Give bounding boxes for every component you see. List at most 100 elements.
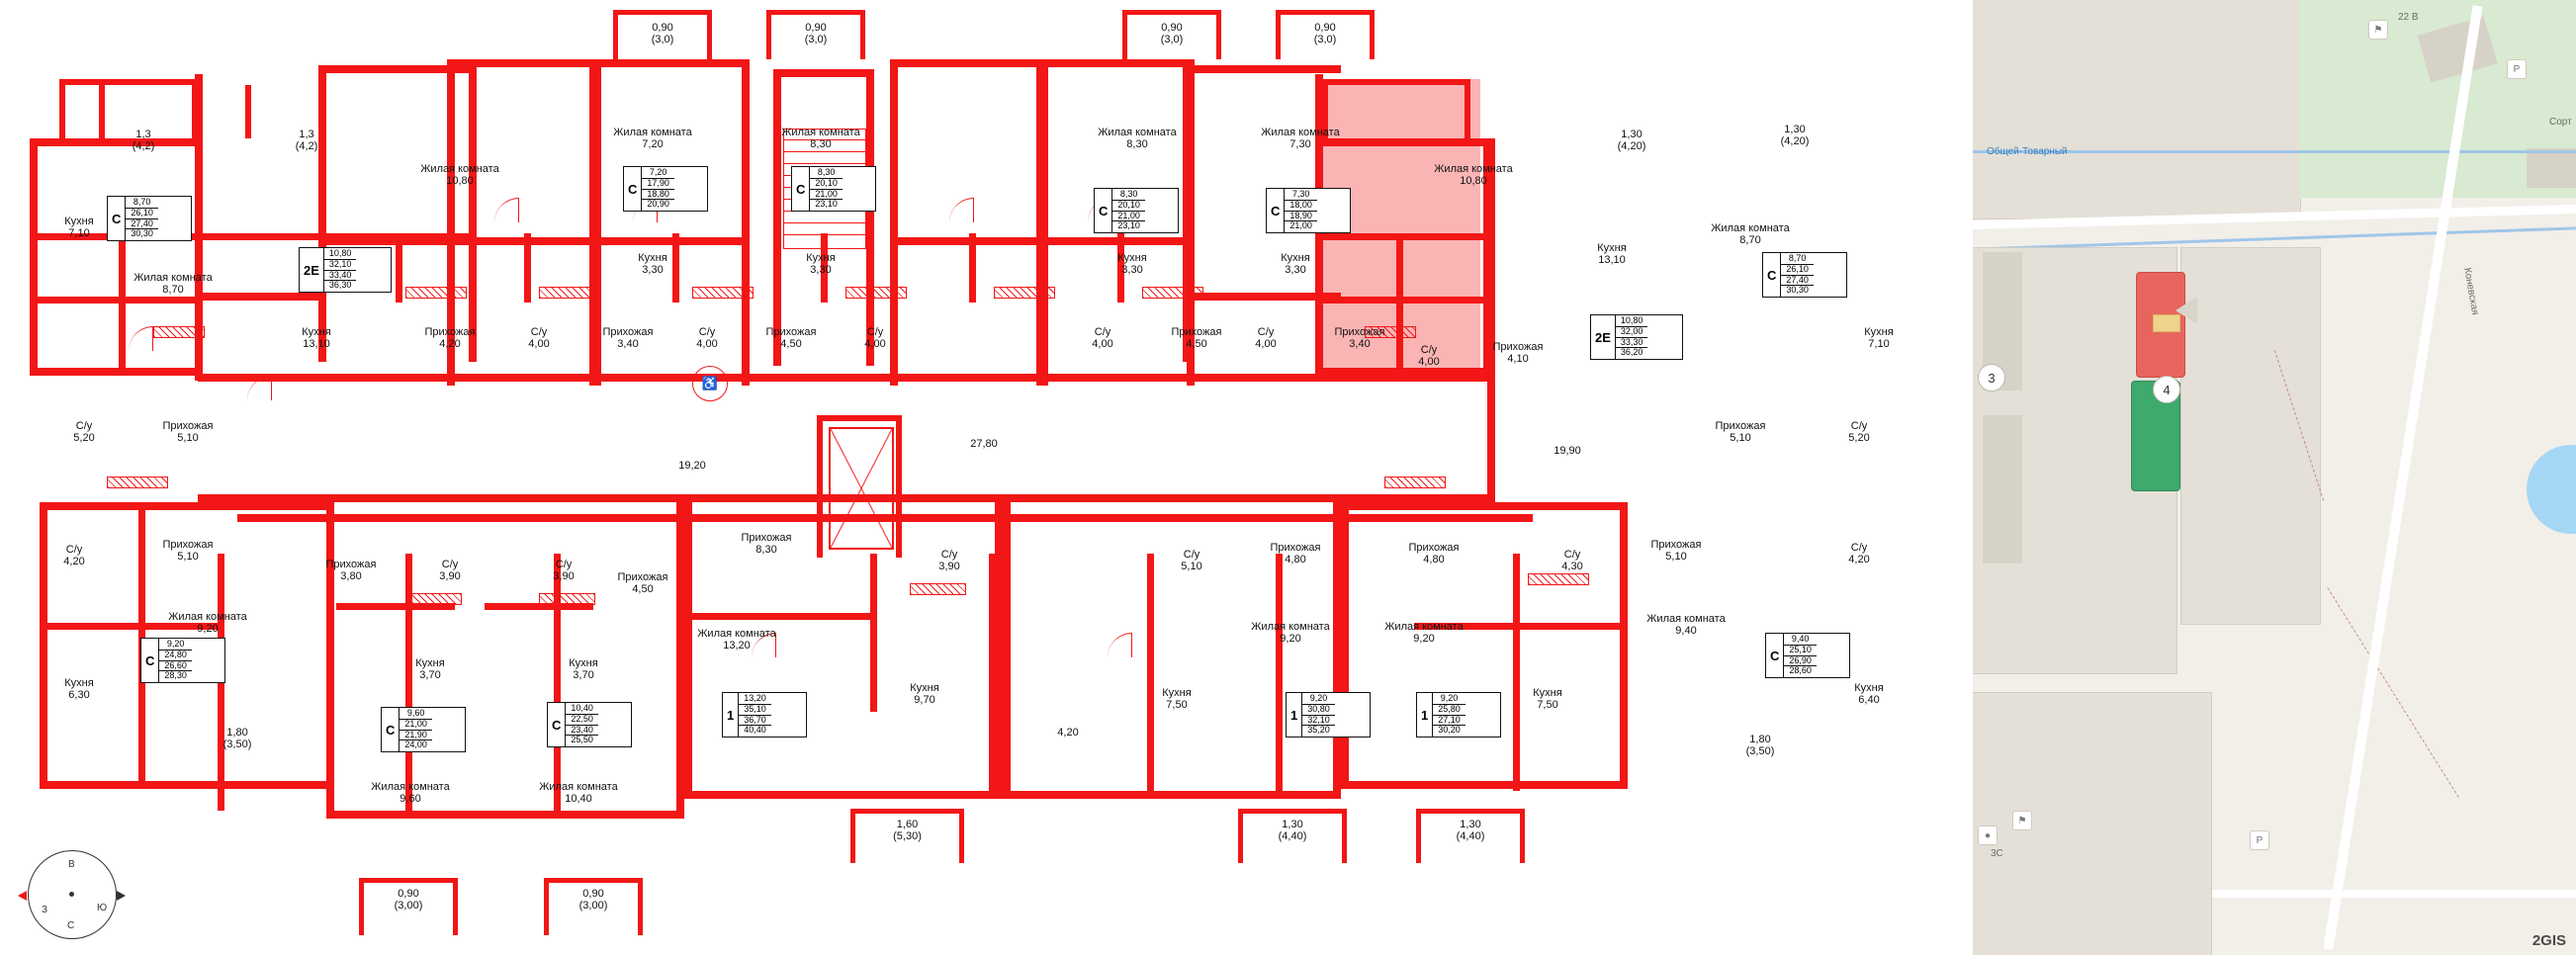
balcony-wall xyxy=(1276,10,1375,15)
unit-spec[interactable]: 2Е 10,80 32,00 33,30 36,20 xyxy=(1590,314,1683,360)
unit-spec[interactable]: С 7,30 18,00 18,90 21,00 xyxy=(1266,188,1351,233)
wall xyxy=(821,233,828,303)
balcony-wall xyxy=(1416,809,1421,863)
compass-north-label: В xyxy=(68,859,75,870)
compass-center xyxy=(69,892,74,897)
wall xyxy=(1465,79,1470,140)
map-pin[interactable]: 4 xyxy=(2153,376,2180,403)
unit-tag: С xyxy=(624,167,643,211)
unit-row: 30,20 xyxy=(1438,725,1461,736)
unit-spec[interactable]: С 9,20 24,80 26,60 28,30 xyxy=(140,638,225,683)
unit-row: 36,20 xyxy=(1620,347,1643,358)
wall xyxy=(817,415,902,421)
map-poi-icon[interactable]: ⚑ xyxy=(2012,811,2032,830)
map-poi-icon[interactable]: P xyxy=(2507,59,2527,79)
unit-row: 21,00 xyxy=(810,189,843,201)
unit-spec[interactable]: С 8,70 26,10 27,40 30,30 xyxy=(1762,252,1847,298)
unit-spec[interactable]: 2Е 10,80 32,10 33,40 36,30 xyxy=(299,247,392,293)
unit-row: 25,80 xyxy=(1433,704,1466,716)
unit-row: 23,40 xyxy=(566,725,598,737)
unit-row: 8,30 xyxy=(1112,190,1145,201)
unit-row: 22,50 xyxy=(566,714,598,726)
unit-spec[interactable]: С 8,70 26,10 27,40 30,30 xyxy=(107,196,192,241)
wall xyxy=(326,811,682,819)
map-pane[interactable]: 3 4 ⚑ P ⚑ P ● Общей-Товарный 22 В Сорт К… xyxy=(1973,0,2576,955)
wall xyxy=(59,79,198,85)
balcony-wall xyxy=(544,878,643,883)
brand-logo: 2GIS xyxy=(2532,932,2566,949)
window xyxy=(1365,326,1416,338)
balcony-wall xyxy=(1370,10,1375,59)
floor-plan-canvas[interactable]: ♿ xyxy=(0,0,1973,955)
window xyxy=(405,287,467,299)
wall xyxy=(742,59,750,386)
unit-row: 9,60 xyxy=(400,709,432,720)
wall xyxy=(989,554,996,791)
balcony-wall xyxy=(1122,10,1127,59)
map-route-line xyxy=(1973,150,2576,153)
balcony-wall xyxy=(860,10,865,59)
map-poi-icon[interactable]: ● xyxy=(1978,825,1998,845)
wall xyxy=(30,368,203,376)
balcony-wall xyxy=(1416,809,1525,814)
map-pin[interactable]: 3 xyxy=(1978,364,2005,391)
map-label: Общей-Товарный xyxy=(1987,146,2068,157)
compass-south-label: С xyxy=(67,920,75,931)
unit-spec[interactable]: С 9,40 25,10 26,90 28,60 xyxy=(1765,633,1850,678)
unit-row: 21,00 xyxy=(1289,220,1312,231)
unit-spec[interactable]: С 9,60 21,00 21,90 24,00 xyxy=(381,707,466,752)
balcony-wall xyxy=(959,809,964,863)
unit-spec[interactable]: 1 9,20 30,80 32,10 35,20 xyxy=(1286,692,1371,738)
unit-row: 35,10 xyxy=(739,704,771,716)
unit-tag: С xyxy=(1267,189,1286,232)
unit-spec[interactable]: 1 9,20 25,80 27,10 30,20 xyxy=(1416,692,1501,738)
unit-spec[interactable]: С 8,30 20,10 21,00 23,10 xyxy=(1094,188,1179,233)
unit-row: 20,10 xyxy=(1112,200,1145,212)
wall xyxy=(684,502,692,799)
map-pin-label: 4 xyxy=(2163,382,2171,397)
unit-spec[interactable]: С 7,20 17,90 18,80 20,90 xyxy=(623,166,708,212)
balcony-wall xyxy=(1520,809,1525,863)
unit-spec[interactable]: С 10,40 22,50 23,40 25,50 xyxy=(547,702,632,747)
map-poi-icon[interactable]: ⚑ xyxy=(2368,20,2388,40)
corridor-dim: 19,20 xyxy=(678,460,706,472)
unit-row: 40,40 xyxy=(744,725,766,736)
balcony-wall xyxy=(1238,809,1347,814)
wall xyxy=(896,415,902,558)
unit-spec[interactable]: С 8,30 20,10 21,00 23,10 xyxy=(791,166,876,212)
balcony-dim: 0,90(3,0) xyxy=(1313,22,1337,45)
unit-spec[interactable]: 1 13,20 35,10 36,70 40,40 xyxy=(722,692,807,738)
balcony-dim: 0,90(3,00) xyxy=(394,888,423,912)
corridor-dim: 19,90 xyxy=(1554,445,1581,457)
map-poi-icon[interactable]: P xyxy=(2250,830,2269,850)
map-building xyxy=(2527,148,2576,188)
unit-tag: 1 xyxy=(1417,693,1434,737)
unit-row: 36,70 xyxy=(739,715,771,727)
door xyxy=(1108,633,1132,657)
wall xyxy=(40,502,47,789)
unit-tag: 1 xyxy=(1287,693,1303,737)
wall xyxy=(119,237,126,371)
unit-row: 27,40 xyxy=(1781,275,1814,287)
